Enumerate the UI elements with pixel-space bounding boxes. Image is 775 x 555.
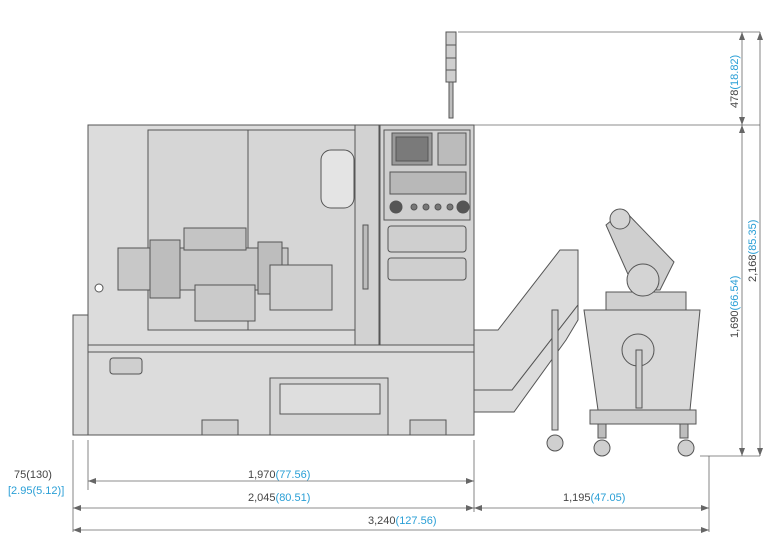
- chip-conveyor: [473, 208, 701, 457]
- conveyor-length-label: 1,195(47.05): [563, 492, 625, 504]
- offset-mm-label: 75(130): [14, 469, 52, 481]
- total-height-mm: 2,168: [747, 254, 759, 282]
- machine-height-mm: 1,690: [729, 310, 741, 338]
- total-height-label: 2,168(85.35): [747, 220, 759, 282]
- signal-lamp: [445, 31, 457, 119]
- dimension-arrows: [73, 32, 763, 533]
- conveyor-length-in: (47.05): [591, 492, 626, 504]
- machine-length-label: 2,045(80.51): [248, 492, 310, 504]
- bed-length-in: (77.56): [276, 469, 311, 481]
- bed-length-mm: 1,970: [248, 469, 276, 481]
- total-length-label: 3,240(127.56): [368, 515, 437, 527]
- bed-length-label: 1,970(77.56): [248, 469, 310, 481]
- total-length-mm: 3,240: [368, 515, 396, 527]
- machine-height-in: (66.54): [729, 276, 741, 311]
- total-length-in: (127.56): [396, 515, 437, 527]
- machine-length-mm: 2,045: [248, 492, 276, 504]
- offset-in-label: [2.95(5.12)]: [8, 485, 64, 497]
- lamp-height-mm: 478: [729, 90, 741, 108]
- lathe-body: [72, 124, 475, 436]
- conveyor-length-mm: 1,195: [563, 492, 591, 504]
- lamp-height-label: 478(18.82): [729, 55, 741, 108]
- machine-length-in: (80.51): [276, 492, 311, 504]
- machine-height-label: 1,690(66.54): [729, 276, 741, 338]
- lamp-height-in: (18.82): [729, 55, 741, 90]
- dimension-lines: [72, 31, 761, 532]
- total-height-in: (85.35): [747, 220, 759, 255]
